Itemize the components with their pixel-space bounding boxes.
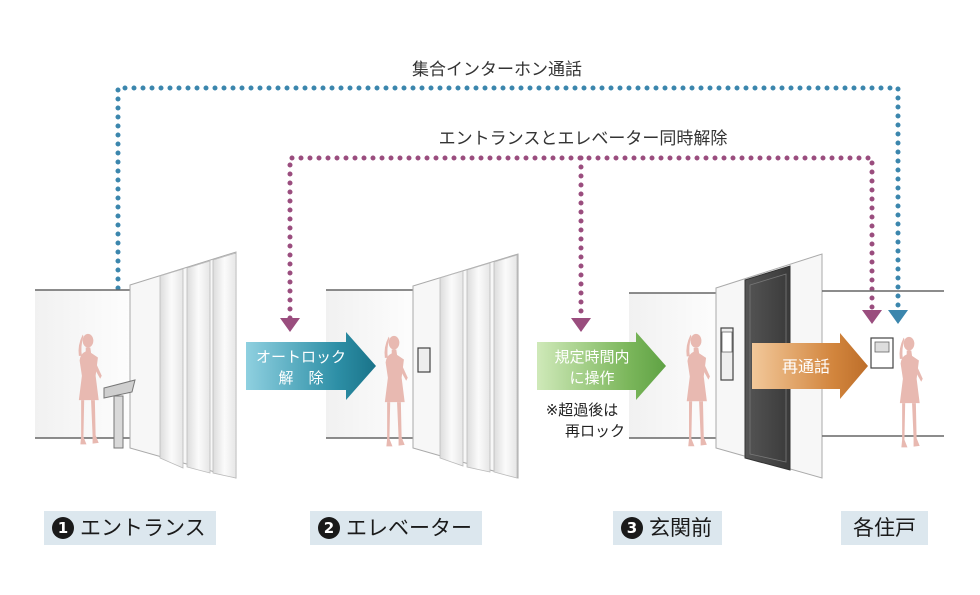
simultaneous-unlock-route xyxy=(287,155,875,321)
entrance-scene xyxy=(35,251,237,479)
step-text-front-door: 玄関前 xyxy=(649,516,712,540)
timed-text-line1: 規定時間内 xyxy=(554,348,629,366)
auto-lock-text-line1: オートロック xyxy=(256,348,346,366)
auto-lock-text-line2: 解 除 xyxy=(278,369,323,387)
step-label-elevator: 2 エレベーター xyxy=(310,511,482,545)
step-text-residence: 各住戸 xyxy=(853,516,916,540)
intercom-route-arrowhead xyxy=(888,310,908,324)
intercom-call-label: 集合インターホン通話 xyxy=(412,60,582,80)
unlock-arrowhead-front-door xyxy=(571,318,591,332)
relock-note-line2: 再ロック xyxy=(565,422,625,440)
step-number-2: 2 xyxy=(318,517,340,539)
step-label-entrance: 1 エントランス xyxy=(44,511,216,545)
intercom-stand xyxy=(103,379,136,449)
residence-scene xyxy=(822,290,944,448)
arrow-recall: 再通話 xyxy=(752,333,868,399)
recall-text: 再通話 xyxy=(782,357,830,376)
elevator-scene xyxy=(326,253,519,479)
step-text-entrance: エントランス xyxy=(80,516,206,540)
arrow-auto-lock-release: オートロック 解 除 xyxy=(246,332,376,400)
step-number-1: 1 xyxy=(52,517,74,539)
step-label-front-door: 3 玄関前 xyxy=(613,511,722,545)
unlock-arrowhead-elevator xyxy=(280,318,300,332)
relock-note-line1: ※超過後は xyxy=(546,401,619,419)
simultaneous-unlock-label: エントランスとエレベーター同時解除 xyxy=(439,129,728,149)
elevator-panel xyxy=(417,347,431,373)
resident-figure-residence xyxy=(899,336,923,448)
arrow-timed-operation: 規定時間内 に操作 xyxy=(537,332,666,400)
intercom-call-route xyxy=(115,85,901,345)
unlock-arrowhead-residence xyxy=(862,310,882,324)
timed-text-line2: に操作 xyxy=(569,369,614,387)
step-label-residence: 各住戸 xyxy=(841,511,928,545)
step-number-3: 3 xyxy=(621,517,643,539)
step-text-elevator: エレベーター xyxy=(346,516,472,540)
